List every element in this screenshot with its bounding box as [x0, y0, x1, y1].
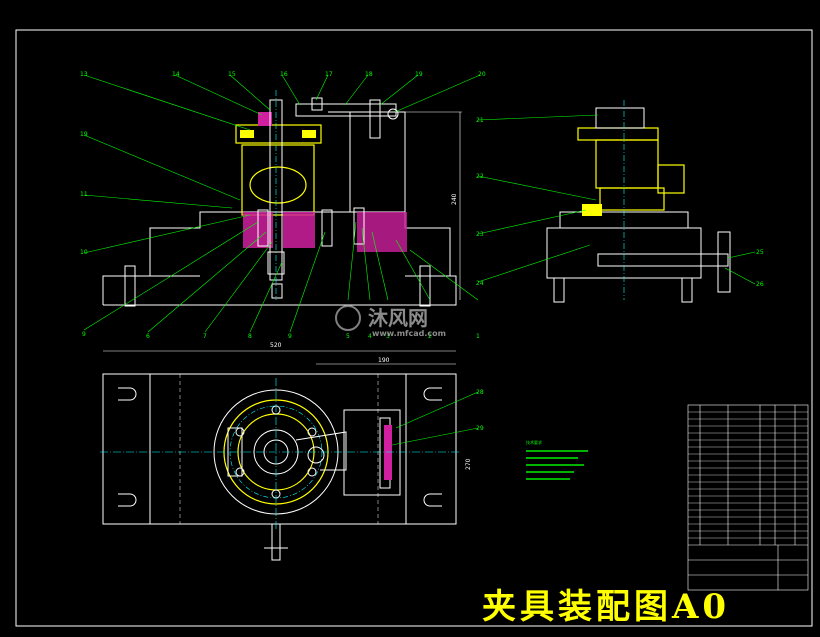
watermark-cn: 沐风网 — [368, 306, 428, 330]
callout-label: 13 — [80, 71, 88, 78]
callout-label: 5 — [346, 333, 350, 340]
callout-label: 16 — [280, 71, 288, 78]
callout-label: 6 — [146, 333, 150, 340]
parts-list-rows — [688, 411, 808, 539]
callout-label: 17 — [325, 71, 333, 78]
front-leaders — [83, 74, 481, 333]
callout-label: 24 — [476, 280, 484, 287]
side-view-parts — [577, 100, 685, 300]
callout-label: 21 — [476, 117, 484, 124]
dimension-height-side: 240 — [451, 193, 458, 205]
watermark-url: www.mfcad.com — [372, 329, 446, 338]
callout-label: 7 — [203, 333, 207, 340]
front-view-parts — [235, 90, 407, 300]
callout-label: 20 — [478, 71, 486, 78]
callout-label: 18 — [365, 71, 373, 78]
outer-frame — [15, 29, 813, 627]
callout-label: 23 — [476, 231, 484, 238]
callout-label: 9 — [288, 333, 292, 340]
watermark: 沐风网 www.mfcad.com — [335, 305, 446, 338]
front-callouts: 13 14 15 16 17 18 19 20 19 11 10 9 6 7 8… — [80, 71, 486, 340]
dimension-offset: 190 — [378, 357, 390, 364]
callout-label: 10 — [80, 249, 88, 256]
callout-label: 19 — [80, 131, 88, 138]
front-view — [102, 111, 462, 307]
drawing-title: 夹具装配图A0 — [482, 587, 730, 627]
callout-label: 3 — [386, 333, 390, 340]
plan-view-parts — [100, 378, 460, 530]
callout-label: 15 — [228, 71, 236, 78]
callout-label: 25 — [756, 249, 764, 256]
side-callouts: 21 22 23 24 25 26 — [476, 117, 764, 288]
side-leaders — [477, 114, 756, 285]
callout-label: 14 — [172, 71, 180, 78]
dimension-overall-width: 520 — [270, 342, 282, 349]
callout-label: 22 — [476, 173, 484, 180]
notes-title: 技术要求 — [526, 439, 542, 445]
callout-label: 2 — [428, 333, 432, 340]
dimension-height: 270 — [465, 458, 472, 470]
callout-label: 8 — [248, 333, 252, 340]
callout-label: 1 — [476, 333, 480, 340]
plan-view — [102, 350, 457, 561]
callout-label: 26 — [756, 281, 764, 288]
technical-notes: 技术要求 — [526, 439, 588, 480]
side-view — [546, 211, 731, 303]
callout-label: 19 — [415, 71, 423, 78]
callout-label: 29 — [476, 425, 484, 432]
plan-leaders — [391, 391, 479, 446]
callout-label: 9 — [82, 331, 86, 338]
callout-label: 4 — [368, 333, 372, 340]
callout-label: 11 — [80, 191, 88, 198]
plan-callouts: 28 29 — [476, 389, 484, 432]
callout-label: 28 — [476, 389, 484, 396]
